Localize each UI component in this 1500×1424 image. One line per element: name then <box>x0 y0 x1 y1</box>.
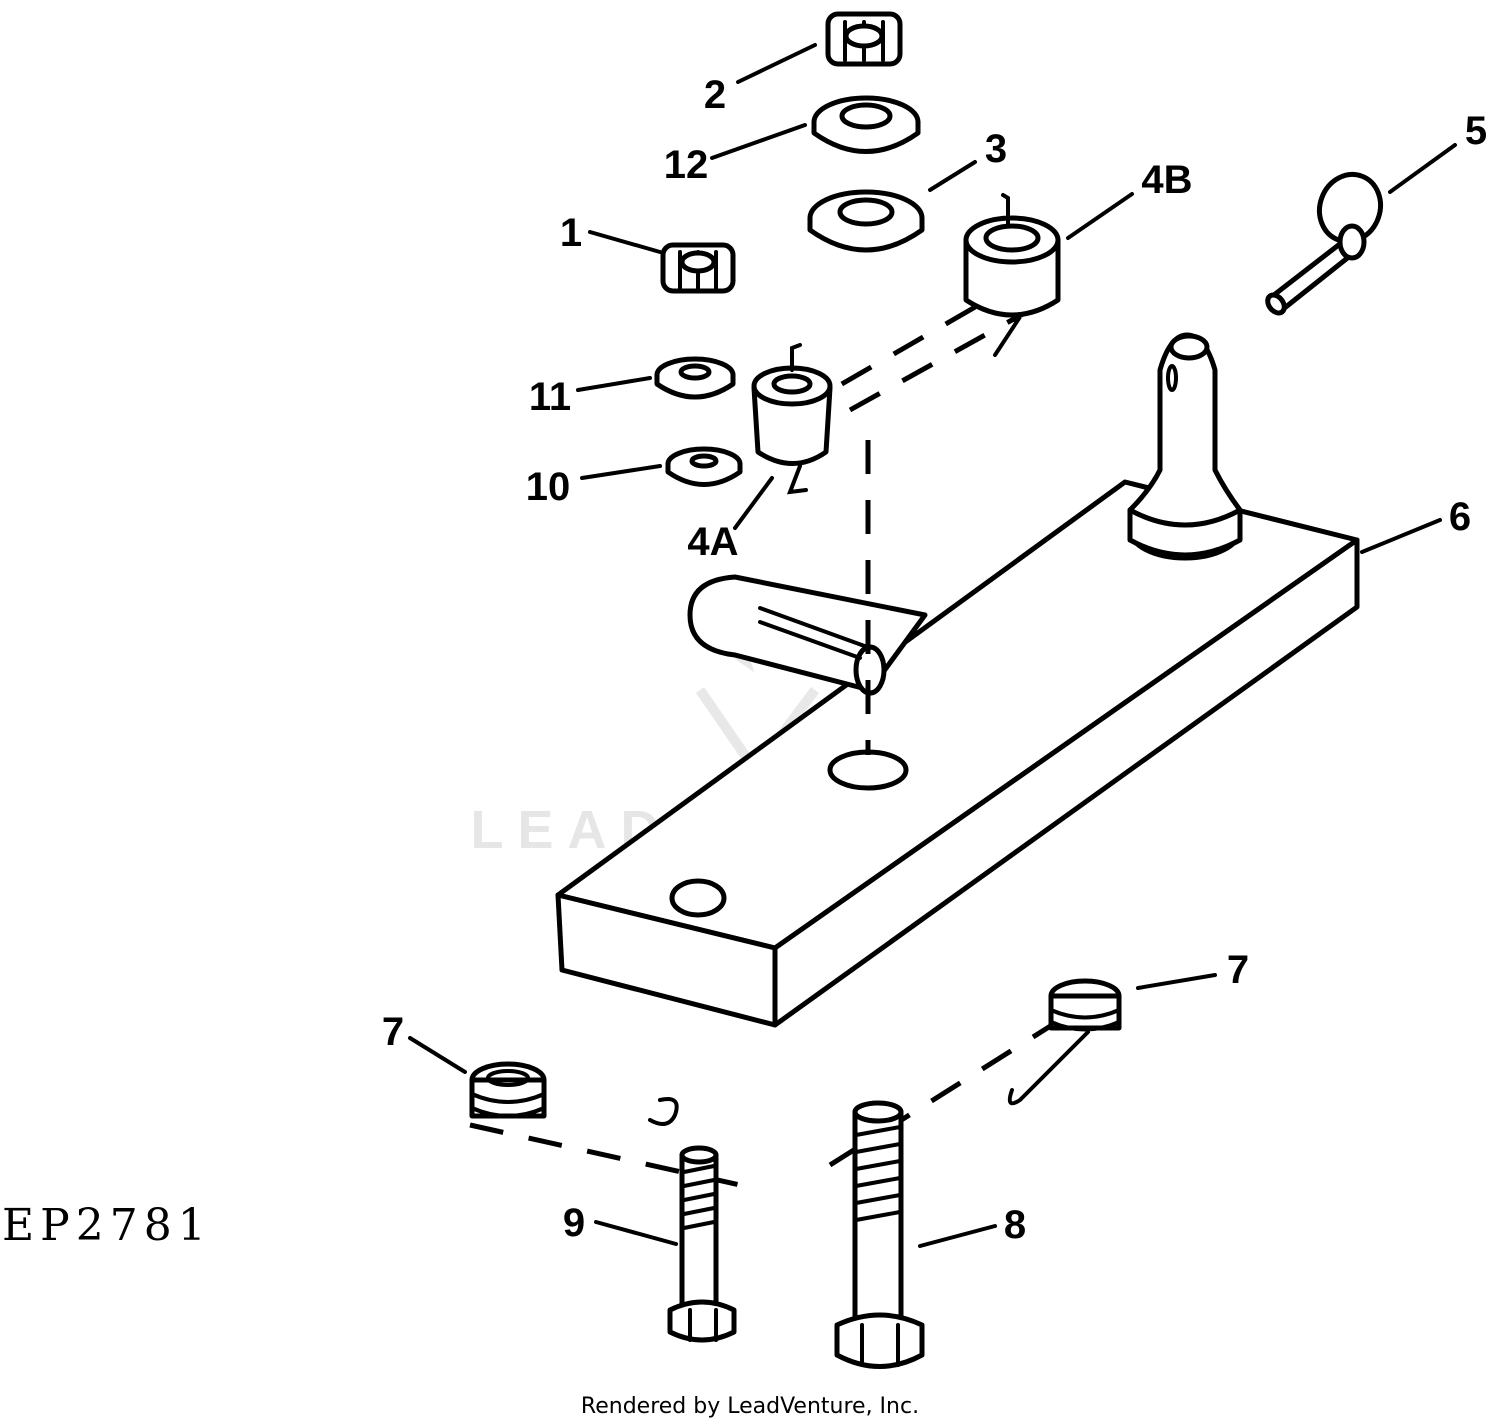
washer-large <box>807 189 925 253</box>
assembly-line-spring-left <box>469 1122 741 1188</box>
bolt-large <box>834 1100 925 1369</box>
bushing-small <box>751 343 833 495</box>
spring-right <box>1007 978 1122 1106</box>
footer-credit: Rendered by LeadVenture, Inc. <box>581 1394 919 1419</box>
washer-top <box>811 95 921 154</box>
callout-11: 11 <box>529 375 571 419</box>
bushing-large <box>963 193 1061 357</box>
callout-10: 10 <box>526 465 571 509</box>
washer-medium <box>654 356 736 400</box>
callout-5: 5 <box>1465 109 1487 153</box>
figure-id: EP2781 <box>2 1200 212 1251</box>
callout-3: 3 <box>985 127 1007 171</box>
washer-small <box>665 446 743 487</box>
callout-7-left: 7 <box>382 1010 404 1054</box>
plate-hole-front <box>827 749 909 791</box>
plate-hole-rear <box>669 878 727 918</box>
assembly-line-bushing <box>840 294 995 387</box>
callout-1: 1 <box>560 211 582 255</box>
tower-pin <box>1127 332 1243 561</box>
callout-7-right: 7 <box>1227 948 1249 992</box>
callout-12: 12 <box>664 143 709 187</box>
callout-2: 2 <box>704 73 726 117</box>
assembly-line-spring-right <box>828 1017 1062 1168</box>
callout-4b: 4B <box>1141 158 1192 202</box>
callout-9: 9 <box>563 1201 585 1245</box>
drawbar-tab <box>687 574 928 696</box>
castle-nut-top <box>825 11 903 67</box>
callout-4a: 4A <box>687 520 738 564</box>
spring-left <box>469 1061 679 1126</box>
hitch-plate <box>555 479 1360 1028</box>
assembly-line-upper <box>848 307 1032 413</box>
callout-8: 8 <box>1004 1203 1026 1247</box>
bolt-small <box>667 1145 737 1343</box>
lynch-pin <box>1265 171 1383 316</box>
callout-6: 6 <box>1449 495 1471 539</box>
leader-lines <box>408 43 1457 1248</box>
callout-labels: 2 12 3 1 4B 5 11 10 4A 6 7 7 9 8 <box>382 73 1487 1247</box>
castle-nut-small <box>660 242 736 294</box>
